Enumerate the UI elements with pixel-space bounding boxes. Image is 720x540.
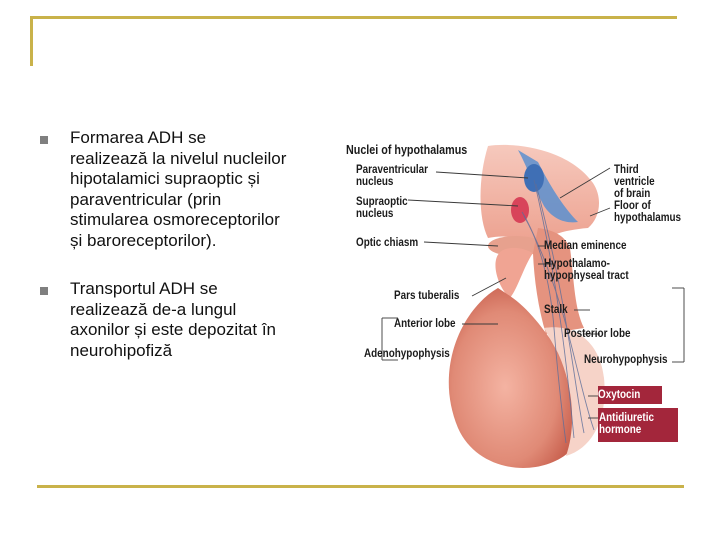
paraventricular-nucleus-shape <box>524 164 544 192</box>
bullet-item: Transportul ADH se realizează de-a lungu… <box>38 279 338 361</box>
pituitary-illustration <box>381 144 685 468</box>
bullet-square-icon <box>40 136 48 144</box>
bullet-text: Formarea ADH se realizează la nivelul nu… <box>70 128 287 250</box>
adh-box <box>598 408 678 442</box>
frame-left-rule <box>30 16 33 66</box>
label-floor-of-hypothalamus: Floor of hypothalamus <box>614 200 682 224</box>
bullet-list: Formarea ADH se realizează la nivelul nu… <box>38 128 338 361</box>
bullet-item: Formarea ADH se realizează la nivelul nu… <box>38 128 338 251</box>
label-adenohypophysis: Adenohypophysis <box>364 348 450 360</box>
label-hypothalamo-hypophyseal-tract: Hypothalamo- hypophyseal tract <box>544 258 629 282</box>
label-supraoptic-nucleus: Supraoptic nucleus <box>356 196 408 220</box>
pars-tuberalis-shape <box>495 247 533 298</box>
label-antidiuretic-hormone: Antidiuretic hormone <box>599 412 654 436</box>
bullet-text: Transportul ADH se realizează de-a lungu… <box>70 279 277 360</box>
axon-tract-lines <box>521 179 595 444</box>
pituitary-diagram: Nuclei of hypothalamus Paraventricular n… <box>338 138 692 478</box>
frame-bottom-rule <box>37 485 684 488</box>
frame-top-rule <box>30 16 677 19</box>
label-stalk: Stalk <box>544 304 568 316</box>
label-oxytocin: Oxytocin <box>598 389 641 401</box>
label-nuclei-of-hypothalamus: Nuclei of hypothalamus <box>346 143 468 157</box>
posterior-lobe-shape <box>544 327 605 456</box>
label-anterior-lobe: Anterior lobe <box>394 318 456 330</box>
label-pars-tuberalis: Pars tuberalis <box>394 290 460 302</box>
label-neurohypophysis: Neurohypophysis <box>584 354 668 366</box>
label-median-eminence: Median eminence <box>544 240 627 252</box>
label-optic-chiasm: Optic chiasm <box>356 237 419 249</box>
label-third-ventricle: Third ventricle of brain <box>614 164 655 200</box>
leader-lines <box>381 167 685 419</box>
oxytocin-box <box>598 386 662 404</box>
bullet-square-icon <box>40 287 48 295</box>
label-posterior-lobe: Posterior lobe <box>564 328 631 340</box>
anterior-lobe-shape <box>448 288 575 468</box>
label-paraventricular-nucleus: Paraventricular nucleus <box>356 164 429 188</box>
